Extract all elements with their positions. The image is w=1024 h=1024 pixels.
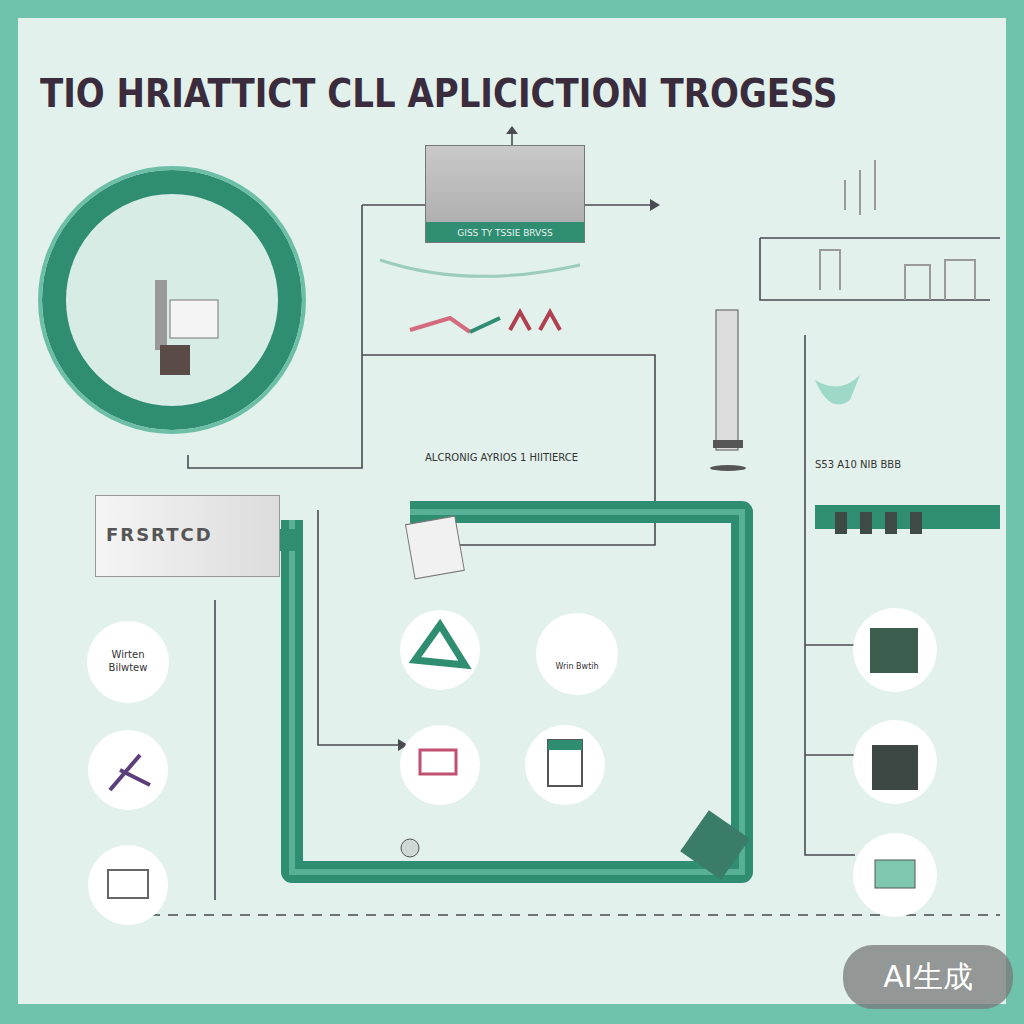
pipe bbox=[292, 512, 742, 872]
circle-shape bbox=[536, 613, 618, 695]
band-clips bbox=[835, 512, 922, 534]
ring-edge bbox=[40, 168, 304, 432]
tower-shadow bbox=[710, 465, 746, 471]
valve bbox=[401, 839, 419, 857]
sprout bbox=[815, 375, 860, 405]
icon-circle: Wrin Bwtih bbox=[535, 612, 619, 696]
node-text: GISS TY TSSIE BRVSS bbox=[430, 228, 580, 238]
arrowhead bbox=[506, 126, 518, 134]
watermark: AI生成 bbox=[843, 945, 1013, 1009]
tag-box: FRSRTCD bbox=[95, 495, 280, 577]
node-text: Wrin Bwtih bbox=[543, 662, 611, 671]
tower-base bbox=[713, 440, 743, 448]
node-text: FRSRTCD bbox=[106, 524, 271, 545]
arrowhead bbox=[650, 199, 660, 211]
diagram-title: TIO HRIATTICT CLL APLICICTION TROGESS bbox=[40, 70, 940, 116]
icon-circles bbox=[88, 608, 937, 925]
ring-base bbox=[160, 345, 190, 375]
tower bbox=[716, 310, 738, 450]
ring bbox=[54, 182, 290, 418]
ring-figure bbox=[155, 280, 167, 350]
circle-shape bbox=[87, 621, 169, 703]
doodles bbox=[380, 260, 580, 579]
circle-outline bbox=[535, 612, 619, 696]
icon-circle: Wirten Bilwtew bbox=[86, 620, 170, 704]
machine-box: GISS TY TSSIE BRVSS bbox=[425, 145, 585, 243]
pipe-joint bbox=[680, 810, 750, 880]
side-note: S53 A10 NIB BBB bbox=[815, 458, 905, 471]
pipe-shine bbox=[292, 512, 742, 872]
factory-sketch bbox=[820, 160, 975, 300]
process-label: ALCRONIG AYRIOS 1 HIITIERCE bbox=[425, 452, 578, 463]
node-text: Wirten Bilwtew bbox=[94, 648, 162, 674]
ring-paper bbox=[170, 300, 218, 338]
